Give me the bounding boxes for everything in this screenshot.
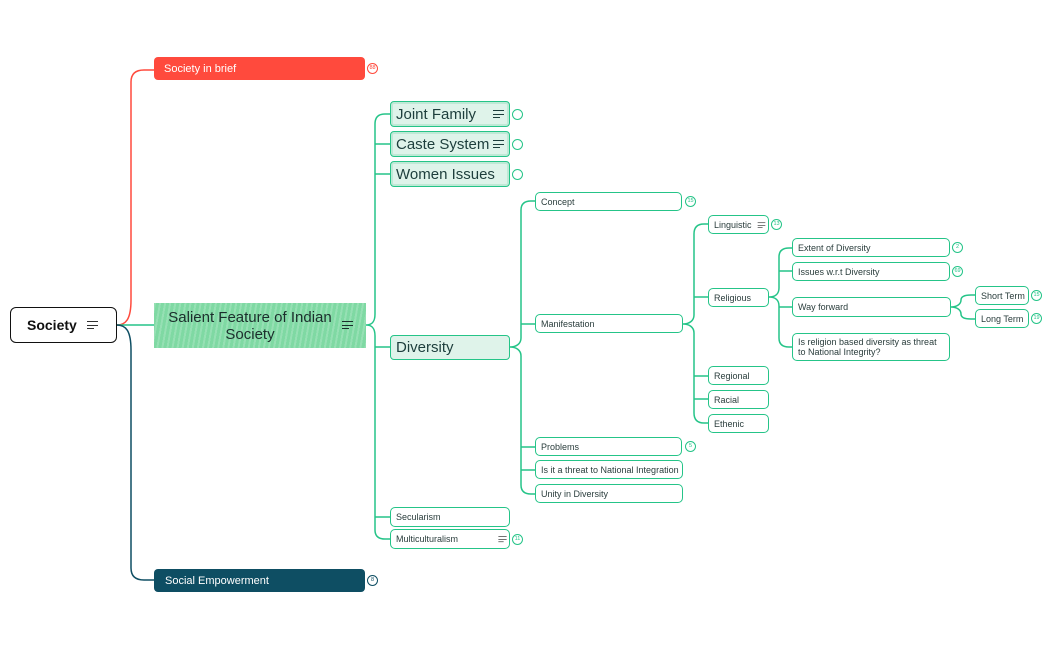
diversity-label: Diversity xyxy=(396,339,454,356)
note-count-badge[interactable]: 2 xyxy=(952,242,963,253)
node-extent-of-diversity[interactable]: Extent of Diversity xyxy=(792,238,950,257)
node-diversity[interactable]: Diversity xyxy=(390,335,510,360)
branch-society-in-brief[interactable]: Society in brief xyxy=(154,57,365,80)
ethenic-label: Ethenic xyxy=(714,418,745,429)
manifestation-label: Manifestation xyxy=(541,318,595,329)
node-problems[interactable]: Problems xyxy=(535,437,682,456)
notes-icon[interactable] xyxy=(493,140,504,149)
problems-label: Problems xyxy=(541,441,580,452)
women-issues-label: Women Issues xyxy=(396,165,495,183)
notes-icon[interactable] xyxy=(342,321,353,330)
node-regional[interactable]: Regional xyxy=(708,366,769,385)
note-count-badge[interactable]: 11 xyxy=(512,534,523,545)
branch-social-empowerment[interactable]: Social Empowerment xyxy=(154,569,365,592)
religious-label: Religious xyxy=(714,292,752,303)
note-count-badge[interactable]: 19 xyxy=(1031,313,1042,324)
note-count-badge[interactable]: 13 xyxy=(771,219,782,230)
connector-root-to-society-in-brief xyxy=(116,69,154,326)
note-count-badge[interactable]: 69 xyxy=(952,266,963,277)
notes-icon[interactable] xyxy=(757,222,766,229)
node-long-term[interactable]: Long Term xyxy=(975,309,1029,328)
connector-salient-bracket xyxy=(365,113,390,540)
short-term-label: Short Term xyxy=(981,290,1025,301)
node-racial[interactable]: Racial xyxy=(708,390,769,409)
multiculturalism-label: Multiculturalism xyxy=(396,534,459,544)
connector-religious-bracket xyxy=(768,247,792,348)
caste-system-label: Caste System xyxy=(396,135,490,153)
collapse-circle-icon[interactable] xyxy=(512,169,523,180)
threat-national-integration-label: Is it a threat to National Integration xyxy=(541,464,679,475)
branch-salient-feature[interactable]: Salient Feature of Indian Society xyxy=(154,303,366,348)
joint-family-label: Joint Family xyxy=(396,105,477,123)
node-joint-family[interactable]: Joint Family xyxy=(390,101,510,127)
node-issues-wrt-diversity[interactable]: Issues w.r.t Diversity xyxy=(792,262,950,281)
node-caste-system[interactable]: Caste System xyxy=(390,131,510,157)
religion-threat-integrity-label: Is religion based diversity as threat to… xyxy=(798,337,937,357)
concept-label: Concept xyxy=(541,196,575,207)
connector-root-to-social-empowerment xyxy=(116,324,154,581)
notes-icon[interactable] xyxy=(493,110,504,119)
node-secularism[interactable]: Secularism xyxy=(390,507,510,527)
node-religion-threat-integrity[interactable]: Is religion based diversity as threat to… xyxy=(792,333,950,361)
connector-manifestation-bracket xyxy=(682,223,708,424)
collapse-circle-icon[interactable] xyxy=(512,109,523,120)
collapse-circle-icon[interactable] xyxy=(512,139,523,150)
node-linguistic[interactable]: Linguistic xyxy=(708,215,769,234)
way-forward-label: Way forward xyxy=(798,302,849,312)
long-term-label: Long Term xyxy=(981,313,1024,324)
secularism-label: Secularism xyxy=(396,512,441,522)
salient-feature-label: Salient Feature of Indian Society xyxy=(168,308,332,343)
node-women-issues[interactable]: Women Issues xyxy=(390,161,510,187)
node-unity-in-diversity[interactable]: Unity in Diversity xyxy=(535,484,683,503)
node-concept[interactable]: Concept xyxy=(535,192,682,211)
node-threat-national-integration[interactable]: Is it a threat to National Integration xyxy=(535,460,683,479)
node-ethenic[interactable]: Ethenic xyxy=(708,414,769,433)
note-count-badge[interactable]: 15 xyxy=(685,196,696,207)
note-count-badge[interactable]: 88 xyxy=(367,63,378,74)
unity-in-diversity-label: Unity in Diversity xyxy=(541,488,609,499)
racial-label: Racial xyxy=(714,394,740,405)
linguistic-label: Linguistic xyxy=(714,219,752,230)
notes-icon[interactable] xyxy=(87,321,98,330)
regional-label: Regional xyxy=(714,370,750,381)
root-label: Society xyxy=(27,317,77,333)
node-manifestation[interactable]: Manifestation xyxy=(535,314,683,333)
root-node-society[interactable]: Society xyxy=(10,307,117,343)
note-count-badge[interactable]: 5 xyxy=(685,441,696,452)
note-count-badge[interactable]: 15 xyxy=(1031,290,1042,301)
notes-icon[interactable] xyxy=(498,536,507,543)
issues-wrt-diversity-label: Issues w.r.t Diversity xyxy=(798,266,880,277)
node-short-term[interactable]: Short Term xyxy=(975,286,1029,305)
note-count-badge[interactable]: 8 xyxy=(367,575,378,586)
connector-way-forward-bracket xyxy=(950,294,975,320)
node-way-forward[interactable]: Way forward xyxy=(792,297,951,317)
social-empowerment-label: Social Empowerment xyxy=(165,574,269,587)
node-multiculturalism[interactable]: Multiculturalism xyxy=(390,529,510,549)
node-religious[interactable]: Religious xyxy=(708,288,769,307)
connector-diversity-bracket xyxy=(509,200,535,495)
society-in-brief-label: Society in brief xyxy=(164,62,237,75)
extent-of-diversity-label: Extent of Diversity xyxy=(798,242,871,253)
